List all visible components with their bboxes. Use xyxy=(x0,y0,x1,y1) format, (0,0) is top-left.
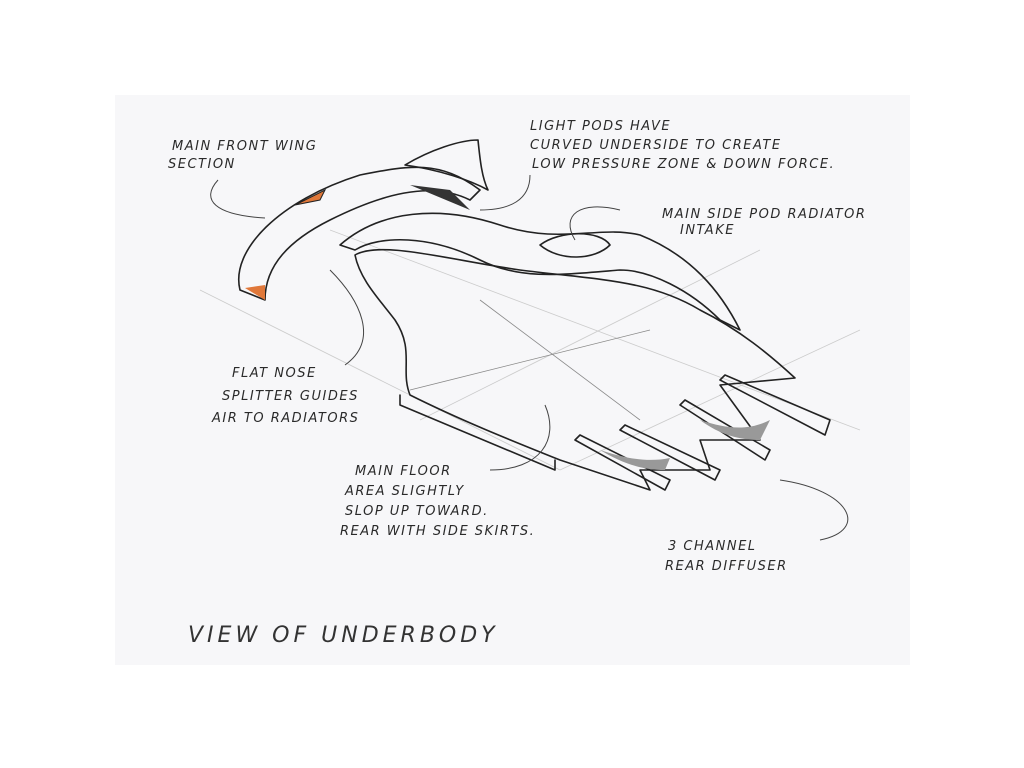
note-line: REAR DIFFUSER xyxy=(665,559,788,574)
note-line: MAIN FRONT WING xyxy=(172,139,317,154)
note-line: SLOP UP TOWARD. xyxy=(345,504,489,519)
annotation-front-wing: MAIN FRONT WING SECTION xyxy=(168,139,317,172)
light-pod xyxy=(404,139,489,191)
wing-endplate-left xyxy=(245,285,265,300)
radiator-intake xyxy=(539,232,611,258)
note-line: REAR WITH SIDE SKIRTS. xyxy=(340,524,535,539)
note-line: SECTION xyxy=(168,157,236,172)
annotation-diffuser: 3 CHANNEL REAR DIFFUSER xyxy=(665,539,788,574)
annotation-nose: FLAT NOSE SPLITTER GUIDES AIR TO RADIATO… xyxy=(211,366,359,426)
note-line: AREA SLIGHTLY xyxy=(344,484,465,499)
note-line: FLAT NOSE xyxy=(232,366,317,381)
front-wing xyxy=(237,166,481,301)
main-floor xyxy=(354,248,796,491)
note-line: SPLITTER GUIDES xyxy=(222,389,359,404)
side-pod xyxy=(339,212,741,331)
construction-lines xyxy=(199,229,861,471)
sketch-caption: VIEW OF UNDERBODY xyxy=(188,623,499,648)
car-underbody xyxy=(237,139,831,491)
rear-diffuser xyxy=(574,374,831,491)
note-line: 3 CHANNEL xyxy=(668,539,757,554)
annotation-side-pod: MAIN SIDE POD RADIATOR INTAKE xyxy=(662,207,866,238)
note-line: LOW PRESSURE ZONE & DOWN FORCE. xyxy=(532,157,835,172)
note-line: AIR TO RADIATORS xyxy=(211,411,359,426)
note-line: INTAKE xyxy=(680,223,735,238)
note-line: MAIN SIDE POD RADIATOR xyxy=(662,207,866,222)
note-line: LIGHT PODS HAVE xyxy=(530,119,671,134)
note-line: MAIN FLOOR xyxy=(355,464,452,479)
annotation-light-pods: LIGHT PODS HAVE CURVED UNDERSIDE TO CREA… xyxy=(530,119,835,172)
note-line: CURVED UNDERSIDE TO CREATE xyxy=(530,138,782,153)
annotation-floor: MAIN FLOOR AREA SLIGHTLY SLOP UP TOWARD.… xyxy=(340,464,535,539)
leader-lines xyxy=(210,174,849,541)
